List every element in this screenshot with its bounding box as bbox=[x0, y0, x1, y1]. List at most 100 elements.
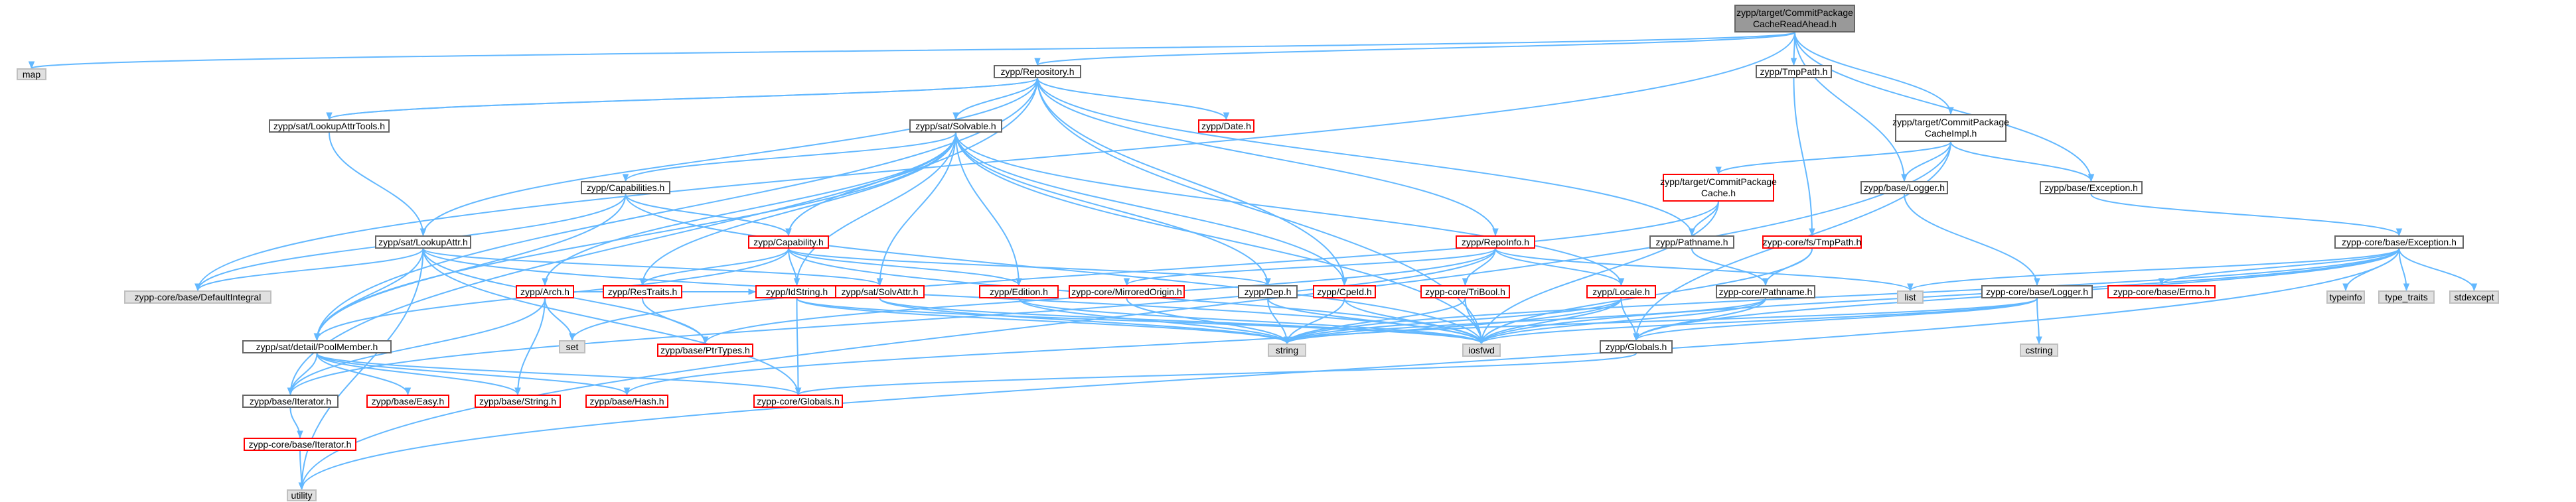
node-label: zypp/Repository.h bbox=[1000, 66, 1075, 77]
node-label: zypp/RepoInfo.h bbox=[1462, 236, 1529, 247]
node-capability[interactable]: zypp/Capability.h bbox=[748, 235, 829, 249]
node-coreiterator[interactable]: zypp-core/base/Iterator.h bbox=[244, 438, 356, 451]
edge-repository-to-repoinfo bbox=[1037, 78, 1496, 236]
node-errno[interactable]: zypp-core/base/Errno.h bbox=[2107, 285, 2216, 298]
node-date[interactable]: zypp/Date.h bbox=[1198, 119, 1254, 133]
node-corelogger[interactable]: zypp-core/base/Logger.h bbox=[1981, 285, 2093, 298]
node-exception[interactable]: zypp/base/Exception.h bbox=[2040, 181, 2143, 194]
node-cpeid[interactable]: zypp/CpeId.h bbox=[1313, 285, 1376, 298]
node-fstmppath[interactable]: zypp-core/fs/TmpPath.h bbox=[1762, 235, 1862, 249]
node-ptrtypes[interactable]: zypp/base/PtrTypes.h bbox=[657, 344, 753, 357]
node-dep[interactable]: zypp/Dep.h bbox=[1238, 285, 1298, 298]
arrowhead-capability-to-edition bbox=[1016, 278, 1022, 286]
node-idstring[interactable]: zypp/IdString.h bbox=[755, 285, 838, 298]
arrowhead-capability-to-poolmember bbox=[313, 333, 321, 342]
arrowhead-coreexception-to-typetraits bbox=[2403, 283, 2410, 292]
node-pathname[interactable]: zypp/Pathname.h bbox=[1649, 235, 1734, 249]
node-basestring[interactable]: zypp/base/String.h bbox=[475, 395, 561, 408]
edge-pathname-to-corepathname bbox=[1691, 248, 1766, 286]
node-globals[interactable]: zypp/Globals.h bbox=[1600, 340, 1673, 353]
node-mirroredorigin[interactable]: zypp-core/MirroredOrigin.h bbox=[1069, 285, 1185, 298]
node-hash[interactable]: zypp/base/Hash.h bbox=[585, 395, 668, 408]
arrowhead-repository-to-lookupattrtools bbox=[326, 112, 333, 121]
node-label: zypp/sat/LookupAttr.h bbox=[378, 236, 468, 247]
edge-solvable-to-solvattr bbox=[879, 132, 956, 286]
node-lookupattrtools[interactable]: zypp/sat/LookupAttrTools.h bbox=[269, 119, 390, 133]
node-poolmember[interactable]: zypp/sat/detail/PoolMember.h bbox=[242, 340, 392, 353]
edge-repository-to-cpeid bbox=[1037, 78, 1345, 286]
edge-mirroredorigin-to-string bbox=[1126, 298, 1288, 344]
node-label: zypp-core/TriBool.h bbox=[1425, 286, 1505, 297]
edge-cpeid-to-iosfwd bbox=[1343, 298, 1482, 344]
node-easy[interactable]: zypp/base/Easy.h bbox=[366, 395, 449, 408]
node-label: zypp-core/base/Exception.h bbox=[2342, 236, 2457, 247]
edge-capabilities-to-poolmember bbox=[316, 194, 627, 341]
edge-commitcache-to-iosfwd bbox=[1481, 201, 1719, 344]
node-set: set bbox=[559, 340, 585, 353]
node-label: string bbox=[1275, 344, 1299, 355]
node-label: CacheImpl.h bbox=[1924, 128, 1977, 139]
arrowhead-poolmember-to-basestring bbox=[514, 387, 521, 396]
node-logger[interactable]: zypp/base/Logger.h bbox=[1860, 181, 1948, 194]
node-coreglobals[interactable]: zypp-core/Globals.h bbox=[753, 395, 843, 408]
edge-corepathname-to-string bbox=[1286, 298, 1766, 344]
edge-solvable-to-iosfwd bbox=[955, 132, 1482, 344]
arrowhead-coreexception-to-stdexcept bbox=[2470, 283, 2478, 292]
arrowhead-cacheimpl-to-logger bbox=[1901, 174, 1908, 182]
node-typeinfo: typeinfo bbox=[2326, 290, 2365, 304]
edge-cacheimpl-to-exception bbox=[1950, 141, 2092, 182]
node-repoinfo[interactable]: zypp/RepoInfo.h bbox=[1456, 235, 1535, 249]
node-label: zypp/target/CommitPackage bbox=[1660, 176, 1777, 187]
node-locale[interactable]: zypp/Locale.h bbox=[1586, 285, 1656, 298]
node-label: zypp/sat/detail/PoolMember.h bbox=[256, 341, 378, 352]
node-label: zypp/Capabilities.h bbox=[586, 182, 665, 193]
edge-corepathname-to-iosfwd bbox=[1481, 298, 1766, 344]
arrowhead-corelogger-to-globals bbox=[1633, 333, 1639, 342]
edge-root-to-logger bbox=[1794, 32, 1905, 182]
node-lookupattr[interactable]: zypp/sat/LookupAttr.h bbox=[375, 235, 471, 249]
node-label: zypp/Pathname.h bbox=[1655, 236, 1728, 247]
arrowhead-repository-to-solvable bbox=[952, 112, 959, 121]
node-label: zypp/base/Logger.h bbox=[1863, 182, 1945, 193]
node-label: zypp/IdString.h bbox=[765, 286, 828, 297]
node-label: zypp/CpeId.h bbox=[1317, 286, 1372, 297]
node-utility: utility bbox=[287, 489, 317, 501]
node-restraits[interactable]: zypp/ResTraits.h bbox=[603, 285, 682, 298]
arrowhead-arch-to-idstring bbox=[748, 288, 757, 295]
node-label: set bbox=[566, 341, 579, 352]
node-repository[interactable]: zypp/Repository.h bbox=[994, 65, 1081, 78]
node-arch[interactable]: zypp/Arch.h bbox=[516, 285, 574, 298]
edge-lookupattr-to-defaultintegral bbox=[197, 248, 424, 291]
node-coreexception[interactable]: zypp-core/base/Exception.h bbox=[2334, 235, 2464, 249]
node-capabilities[interactable]: zypp/Capabilities.h bbox=[581, 181, 670, 194]
edge-locale-to-hash bbox=[626, 298, 1622, 395]
node-edition[interactable]: zypp/Edition.h bbox=[979, 285, 1059, 298]
node-solvable[interactable]: zypp/sat/Solvable.h bbox=[909, 119, 1002, 133]
arrowhead-exception-to-coreexception bbox=[2395, 228, 2403, 237]
edge-repoinfo-to-mirroredorigin bbox=[1126, 248, 1496, 286]
edge-repository-to-date bbox=[1037, 78, 1227, 120]
edge-lookupattrtools-to-lookupattr bbox=[329, 132, 424, 236]
edge-repository-to-iterator bbox=[289, 78, 1038, 395]
node-tribool[interactable]: zypp-core/TriBool.h bbox=[1420, 285, 1510, 298]
node-label: zypp/Arch.h bbox=[520, 286, 569, 297]
node-label: zypp/sat/LookupAttrTools.h bbox=[273, 120, 386, 131]
node-solvattr[interactable]: zypp/sat/SolvAttr.h bbox=[835, 285, 925, 298]
edge-coreexception-to-utility bbox=[301, 248, 2400, 490]
node-label: zypp/base/Hash.h bbox=[589, 395, 664, 407]
node-label: Cache.h bbox=[1701, 188, 1736, 198]
node-label: cstring bbox=[2025, 344, 2053, 355]
arrowhead-coreexception-to-typeinfo bbox=[2342, 283, 2349, 292]
node-tmppath[interactable]: zypp/TmpPath.h bbox=[1756, 65, 1832, 78]
arrowhead-repoinfo-to-mirroredorigin bbox=[1123, 278, 1130, 286]
dependency-edges bbox=[28, 32, 2478, 491]
edge-edition-to-string bbox=[1018, 298, 1288, 344]
node-corepathname[interactable]: zypp-core/Pathname.h bbox=[1716, 285, 1815, 298]
edge-root-to-cacheimpl bbox=[1794, 32, 1951, 115]
node-label: zypp/base/Easy.h bbox=[371, 395, 445, 407]
node-iterator[interactable]: zypp/base/Iterator.h bbox=[242, 395, 339, 408]
arrowhead-repoinfo-to-locale bbox=[1618, 278, 1625, 286]
